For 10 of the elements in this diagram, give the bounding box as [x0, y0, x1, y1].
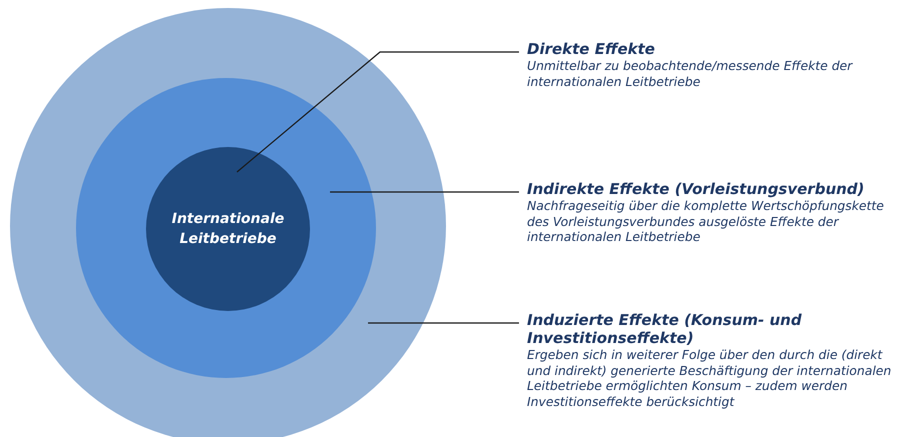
- effect-heading: Induzierte Effekte (Konsum- und Investitionseffekte): [527, 311, 803, 347]
- leader-line: [367, 322, 519, 324]
- effect-heading: Direkte Effekte: [527, 40, 656, 58]
- circle-label: Internationale Leitbetriebe: [170, 210, 286, 249]
- leader-line: [329, 191, 519, 193]
- effect-description: Unmittelbar zu beobachtende/messende Effekte der internationalen Leitbetriebe: [527, 58, 854, 89]
- effect-heading: Indirekte Effekte (Vorleistungsverbund): [527, 180, 866, 198]
- leader-line: [236, 51, 519, 172]
- effect-description: Nachfrageseitig über die komplette Wertschöpfungskette des Vorleistungsverbundes ausgelöste Effekte der internationalen Leitbetriebe: [527, 198, 885, 244]
- effect-description: Ergeben sich in weiterer Folge über den durch die (direkt und indirekt) generierte Beschäftigung der internationalen Leitbetriebe ermöglichten Konsum – zudem werden Investitionseffekte berücksichtigt: [527, 347, 892, 409]
